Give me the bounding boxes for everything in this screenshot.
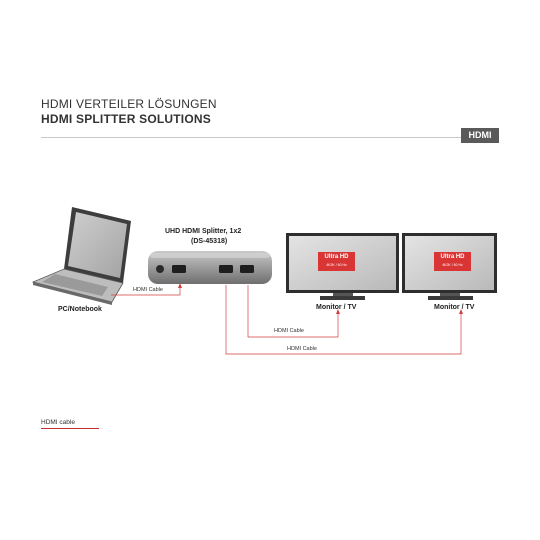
hdmi-category-tab: HDMI — [461, 128, 499, 143]
hdmi-cables — [111, 285, 462, 355]
hdmi-out2-port-icon — [240, 265, 254, 273]
cable-label-out1: HDMI Cable — [274, 328, 304, 334]
monitor1-icon — [286, 233, 399, 300]
legend-cable-swatch — [41, 428, 99, 429]
monitor2-icon — [402, 233, 497, 300]
page-title-german: HDMI VERTEILER LÖSUNGEN — [41, 97, 217, 111]
ultra-hd-badge-icon — [434, 252, 471, 271]
hdmi-out1-port-icon — [219, 265, 233, 273]
monitor1-badge-title: Ultra HD — [324, 254, 349, 260]
source-label: PC/Notebook — [58, 306, 102, 313]
ultra-hd-badge-icon — [318, 252, 355, 271]
splitter-device-icon — [148, 251, 272, 284]
cable-label-out2: HDMI Cable — [287, 346, 317, 352]
splitter-name-label: UHD HDMI Splitter, 1x2 — [165, 228, 242, 235]
monitor2-badge-title: Ultra HD — [440, 254, 465, 260]
hdmi-in-port-icon — [172, 265, 186, 273]
page-title-english: HDMI SPLITTER SOLUTIONS — [41, 112, 211, 126]
monitor1-label: Monitor / TV — [316, 304, 357, 311]
cable-splitter-to-monitor2 — [225, 285, 462, 355]
title-divider — [41, 137, 499, 138]
cable-splitter-to-monitor1 — [247, 285, 339, 338]
monitor2-label: Monitor / TV — [434, 304, 475, 311]
monitor2-badge-sub: 4K2K / 60 Hz — [442, 263, 463, 267]
splitter-model-label: (DS-45318) — [191, 238, 228, 245]
laptop-icon — [31, 207, 131, 305]
legend-label: HDMI cable — [41, 419, 75, 426]
cable-label-in: HDMI Cable — [133, 287, 163, 293]
cable-arrowheads — [178, 283, 463, 314]
monitor1-badge-sub: 4K2K / 60 Hz — [326, 263, 347, 267]
cable-laptop-to-splitter — [111, 285, 181, 296]
